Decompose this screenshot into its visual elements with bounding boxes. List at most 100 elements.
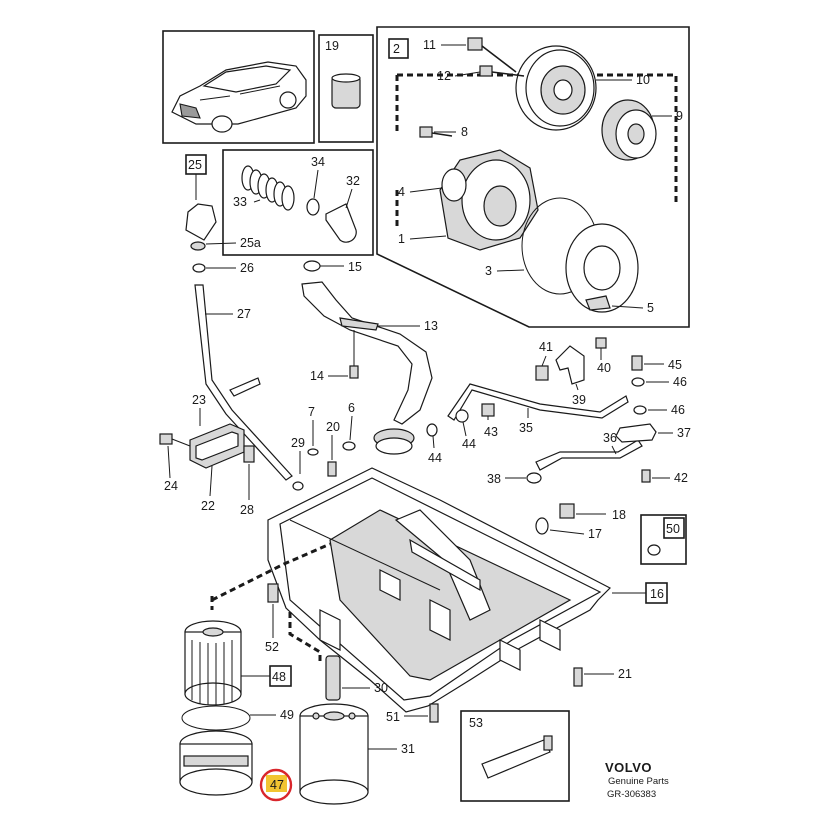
plate-5 [565, 223, 639, 313]
label-11: 11 [423, 38, 436, 52]
label-42: 42 [674, 471, 688, 485]
label-13: 13 [424, 319, 438, 333]
o-ring-34 [306, 198, 320, 216]
o-ring-49 [181, 705, 251, 731]
label-30: 30 [374, 681, 388, 695]
label-7: 7 [308, 405, 315, 419]
spring-33 [241, 165, 295, 211]
highlight-ring [259, 768, 293, 802]
spin-on-filter: 30 31 [299, 655, 415, 805]
label-51: 51 [386, 710, 400, 724]
flange-37 [615, 423, 657, 443]
label-20: 20 [326, 420, 340, 434]
label-22: 22 [201, 499, 215, 513]
brand-name: VOLVO [605, 760, 652, 775]
bolt-52 [267, 583, 279, 603]
pipe-35 [447, 383, 629, 421]
label-44-a: 44 [428, 451, 442, 465]
label-25: 25 [188, 158, 202, 172]
baffle-assembly: 23 24 22 28 [159, 393, 255, 517]
label-9: 9 [676, 109, 683, 123]
label-31: 31 [401, 742, 415, 756]
drain-plug-18 [559, 503, 575, 519]
bolt-12 [479, 65, 525, 77]
label-8: 8 [461, 125, 468, 139]
pickup-tube-assembly: 15 13 14 [301, 260, 438, 455]
label-48: 48 [272, 670, 286, 684]
label-36: 36 [603, 431, 617, 445]
label-21: 21 [618, 667, 632, 681]
dipstick-tube-27 [194, 284, 293, 481]
seal-44-a [426, 423, 438, 437]
label-47-fill [266, 775, 287, 792]
label-18: 18 [612, 508, 626, 522]
label-37: 37 [677, 426, 691, 440]
label-32: 32 [346, 174, 360, 188]
label-17: 17 [588, 527, 602, 541]
bolt-21: 21 [573, 667, 632, 687]
nut-41 [535, 365, 549, 381]
label-5: 5 [647, 301, 654, 315]
washer-17 [535, 517, 549, 535]
label-23: 23 [192, 393, 206, 407]
label-26: 26 [240, 261, 254, 275]
label-46-a: 46 [673, 375, 687, 389]
oil-pump-box: 2 [376, 26, 690, 328]
bolt-40 [595, 337, 607, 349]
label-19: 19 [325, 39, 339, 53]
washer-46-a [631, 377, 645, 387]
part-53-box: 53 [460, 710, 570, 802]
o-ring-26 [192, 263, 206, 273]
label-35: 35 [519, 421, 533, 435]
label-40: 40 [597, 361, 611, 375]
bolt-11 [467, 37, 517, 73]
label-45: 45 [668, 358, 682, 372]
plug-30 [325, 655, 341, 701]
pump-body-1 [439, 149, 539, 251]
plug-32 [325, 203, 357, 243]
label-16: 16 [650, 587, 664, 601]
brand-tagline: Genuine Parts [608, 776, 669, 787]
seal-spring-box: 33 34 32 [222, 149, 374, 256]
o-ring-15 [303, 260, 321, 272]
dipstick-assembly: 25 25a 26 27 [185, 154, 293, 481]
drain-plug-assembly: 18 17 [535, 503, 626, 541]
part-50-box: 50 [640, 514, 687, 565]
pipe-36 [535, 439, 643, 471]
label-6: 6 [348, 401, 355, 415]
oil-filter-31 [299, 703, 369, 805]
small-seals: 7 6 20 29 [291, 401, 356, 491]
clip-39 [555, 345, 585, 385]
oil-cooler-lines: 35 36 44 44 43 41 39 40 45 46 46 37 [426, 337, 691, 486]
label-25a: 25a [240, 236, 261, 250]
label-28: 28 [240, 503, 254, 517]
filter-insert-48 [184, 620, 242, 706]
label-29: 29 [291, 436, 305, 450]
bolt-51: 51 [386, 703, 439, 724]
label-24: 24 [164, 479, 178, 493]
oil-filter-housing: 52 48 49 47 [179, 542, 331, 802]
bolt-14 [349, 365, 359, 379]
label-39: 39 [572, 393, 586, 407]
label-12: 12 [437, 69, 451, 83]
label-43: 43 [484, 425, 498, 439]
label-49: 49 [280, 708, 294, 722]
washer-46-b [633, 405, 647, 415]
part-47-highlight[interactable]: 47 [259, 768, 293, 802]
dipstick-handle-25 [185, 203, 217, 241]
bolt-24 [159, 433, 173, 445]
label-3: 3 [485, 264, 492, 278]
bolt-45 [631, 355, 643, 371]
label-44-b: 44 [462, 437, 476, 451]
label-1: 1 [398, 232, 405, 246]
label-47: 47 [270, 778, 284, 792]
vehicle-thumbnail [162, 30, 315, 144]
label-52: 52 [265, 640, 279, 654]
bolt-28 [243, 445, 255, 463]
label-4: 4 [398, 185, 405, 199]
diagram-reference: GR-306383 [607, 789, 656, 800]
label-34: 34 [311, 155, 325, 169]
seal-38 [526, 472, 542, 484]
